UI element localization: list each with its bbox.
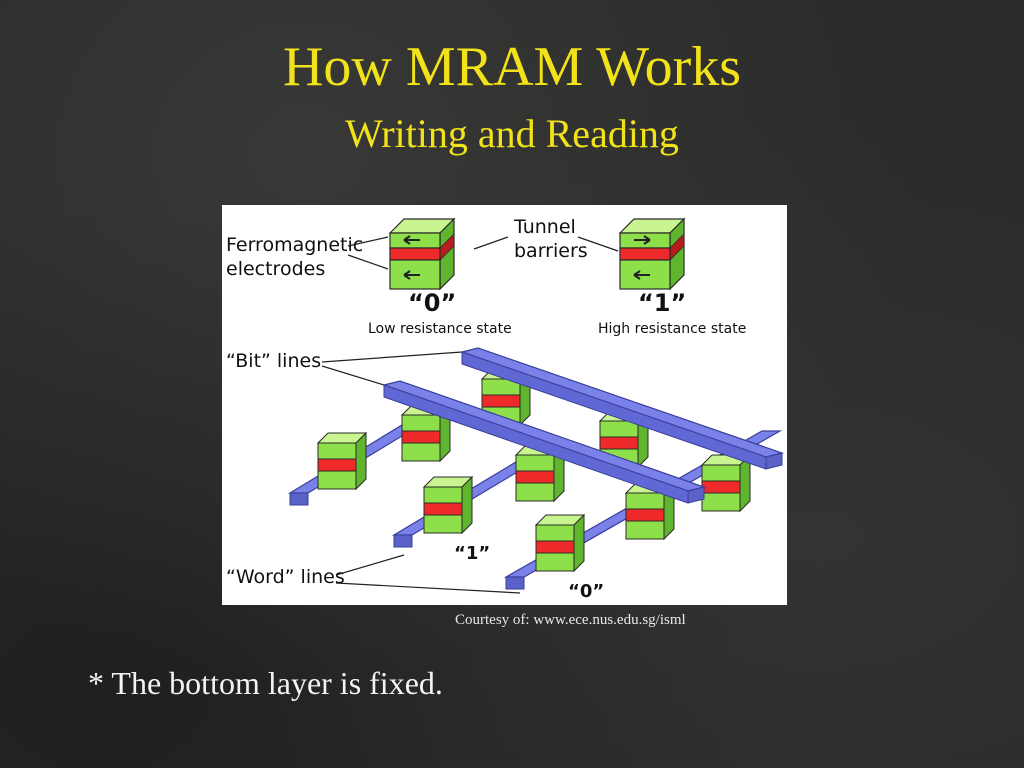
slide-subtitle: Writing and Reading (345, 111, 679, 156)
cube-state-1 (619, 218, 685, 290)
state0-digit: “0” (408, 289, 456, 317)
cell-label-0: “0” (568, 581, 604, 602)
ferro-label-2: electrodes (226, 258, 325, 280)
mram-diagram-svg: Ferromagnetic electrodes Tunnel barriers… (226, 216, 785, 602)
arrow-left-icon (403, 270, 420, 280)
cube-state-0 (389, 218, 455, 290)
bit-lines-label: “Bit” lines (226, 350, 321, 372)
arrow-left-icon (403, 235, 420, 245)
state1-desc: High resistance state (598, 321, 746, 337)
bit-lines (381, 347, 785, 504)
footnote: * The bottom layer is fixed. (88, 665, 443, 701)
tunnel-label-1: Tunnel (513, 216, 576, 238)
state0-desc: Low resistance state (368, 321, 512, 337)
mram-diagram: Ferromagnetic electrodes Tunnel barriers… (222, 205, 787, 605)
ferro-label-1: Ferromagnetic (226, 234, 363, 256)
cell-label-1: “1” (454, 543, 490, 564)
arrow-left-icon (633, 270, 650, 280)
image-credit: Courtesy of: www.ece.nus.edu.sg/isml (455, 612, 686, 628)
state1-digit: “1” (638, 289, 686, 317)
slide-title: How MRAM Works (282, 36, 742, 98)
tunnel-label-2: barriers (514, 240, 588, 262)
arrow-right-icon (634, 235, 651, 245)
word-lines-label: “Word” lines (226, 566, 345, 588)
